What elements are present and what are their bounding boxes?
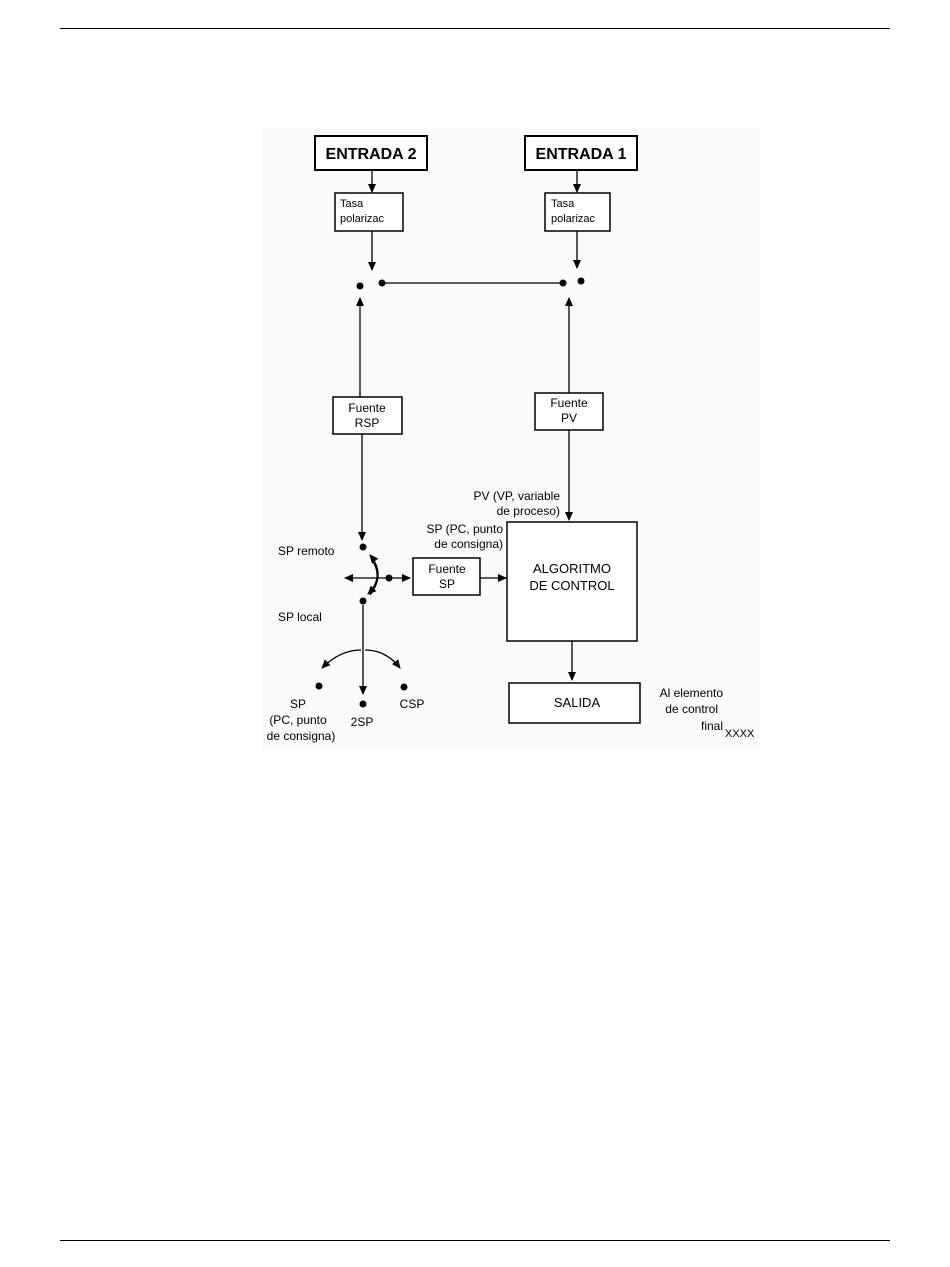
algoritmo-label-line2: DE CONTROL [529,578,614,593]
option-csp-label: CSP [400,697,425,711]
switch-contact [578,278,585,285]
al-elemento-label-line1: Al elemento [660,686,724,700]
sp-junction-dot [386,575,393,582]
option-sp-label-line3: de consigna) [267,729,336,743]
sp-label-line1: SP (PC, punto [427,522,504,536]
xxxx-subscript: XXXX [725,728,755,740]
tasa-polarizac-label-2-line1: Tasa [340,198,364,210]
option-sp-label-line2: (PC, punto [269,713,327,727]
al-elemento-label-line2: de control [665,702,718,716]
switch-contact [357,283,364,290]
option-sp-label: SP [290,697,306,711]
algoritmo-label-line1: ALGORITMO [533,561,611,576]
option-2sp-dot [360,701,367,708]
pv-label-line1: PV (VP, variable [474,489,561,503]
sp-label-line2: de consigna) [434,537,503,551]
sp-remoto-contact [360,544,367,551]
sp-local-contact [360,598,367,605]
fuente-rsp-label-line1: Fuente [348,401,386,415]
tasa-polarizac-label-1-line1: Tasa [551,198,575,210]
sp-remoto-label: SP remoto [278,544,335,558]
option-2sp-label: 2SP [351,715,374,729]
salida-label: SALIDA [554,695,601,710]
entrada1-label: ENTRADA 1 [536,146,627,163]
tasa-polarizac-label-2-line2: polarizac [340,213,385,225]
option-csp-dot [401,684,408,691]
fuente-pv-label-line1: Fuente [550,396,588,410]
fuente-sp-label-line2: SP [439,577,455,591]
pv-label-line2: de proceso) [497,504,560,518]
option-sp-dot [316,683,323,690]
fuente-pv-label-line2: PV [561,411,577,425]
fuente-sp-label-line1: Fuente [428,562,466,576]
fuente-rsp-label-line2: RSP [355,416,380,430]
entrada2-label: ENTRADA 2 [326,146,417,163]
tasa-polarizac-label-1-line2: polarizac [551,213,596,225]
sp-local-label: SP local [278,610,322,624]
al-elemento-label-line3: final [701,719,723,733]
